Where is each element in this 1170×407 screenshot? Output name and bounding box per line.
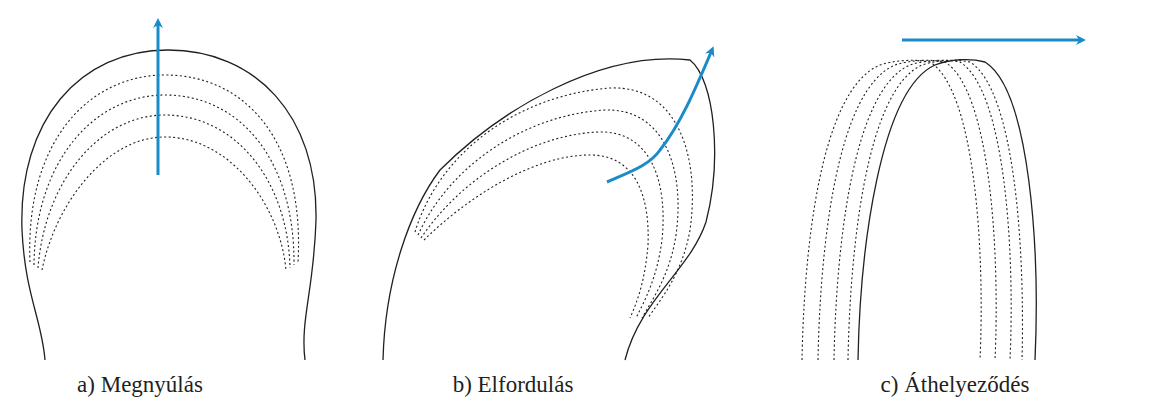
panel-caption: a) Megnyúlás [77, 372, 203, 398]
tip-displacement [802, 40, 1082, 360]
panel-caption: c) Áthelyeződés [881, 372, 1030, 398]
panel-caption: b) Elfordulás [453, 372, 574, 398]
tip-elongation [22, 22, 316, 360]
tip-rotation [383, 50, 715, 360]
